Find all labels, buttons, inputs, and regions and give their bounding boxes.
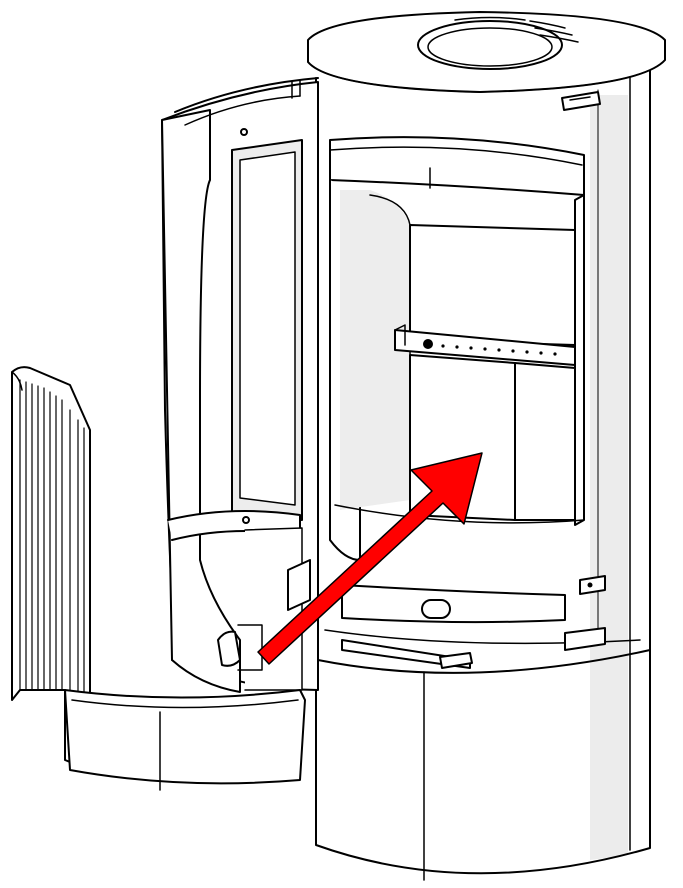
base-right-bracket [564,627,606,651]
ash-drawer-front [341,584,566,624]
door-handle [217,630,241,667]
lid-vent-1 [454,16,526,21]
ash-drawer-handle [421,599,451,619]
bottom-panel-outline [64,689,306,785]
air-rail-knob [423,339,433,349]
door-hinge-screw-top [240,128,248,136]
red-arrow-shape [257,452,483,665]
side-panel [11,366,91,771]
door-glass-inner [239,151,296,506]
firebox-left-shade [340,190,410,510]
frame-right-jamb [574,194,585,526]
door-lower-bracket [287,559,311,611]
bottom-panel-top-edge [71,699,299,709]
body-outline [315,59,651,875]
lid-ring-inner [427,27,553,67]
back-panel-upper [409,224,576,346]
door-lower-inner [244,527,303,691]
base-latch [439,652,473,669]
ash-drawer-section [324,575,641,645]
body-shade-right [590,95,628,860]
hinge-detail [569,96,591,101]
lid-vent-3 [534,27,573,36]
frame-top-bar [329,136,585,196]
air-rail-holes [441,344,557,356]
stove-top-lid [307,11,666,93]
red-insertion-arrow-icon [257,452,483,665]
frame-top-inner [329,146,583,166]
stove-body [315,59,651,875]
base-top-edge [317,649,651,674]
door-top-hinge-marks [291,79,301,99]
door-front-face [161,109,241,693]
back-brick-right [514,362,576,521]
side-latch-hole [587,582,593,588]
lid-lower-edge [307,59,666,93]
door-top-inner [184,95,301,126]
side-panel-ribs [19,379,85,761]
firebox-floor-edge [334,504,585,524]
air-rail-end [394,324,406,346]
hinge-top-right [561,91,601,111]
inner-left-curve [369,194,411,506]
lid-vent-2 [529,20,566,29]
side-panel-top-curl [11,371,23,391]
stove-base [317,627,651,881]
bottom-front-panel [64,689,306,791]
base-lip [341,639,471,669]
door-lower-curve [167,510,301,541]
door-hinge-screw-bottom [242,516,250,524]
lid-vent-4 [539,34,579,43]
open-door [161,77,319,693]
